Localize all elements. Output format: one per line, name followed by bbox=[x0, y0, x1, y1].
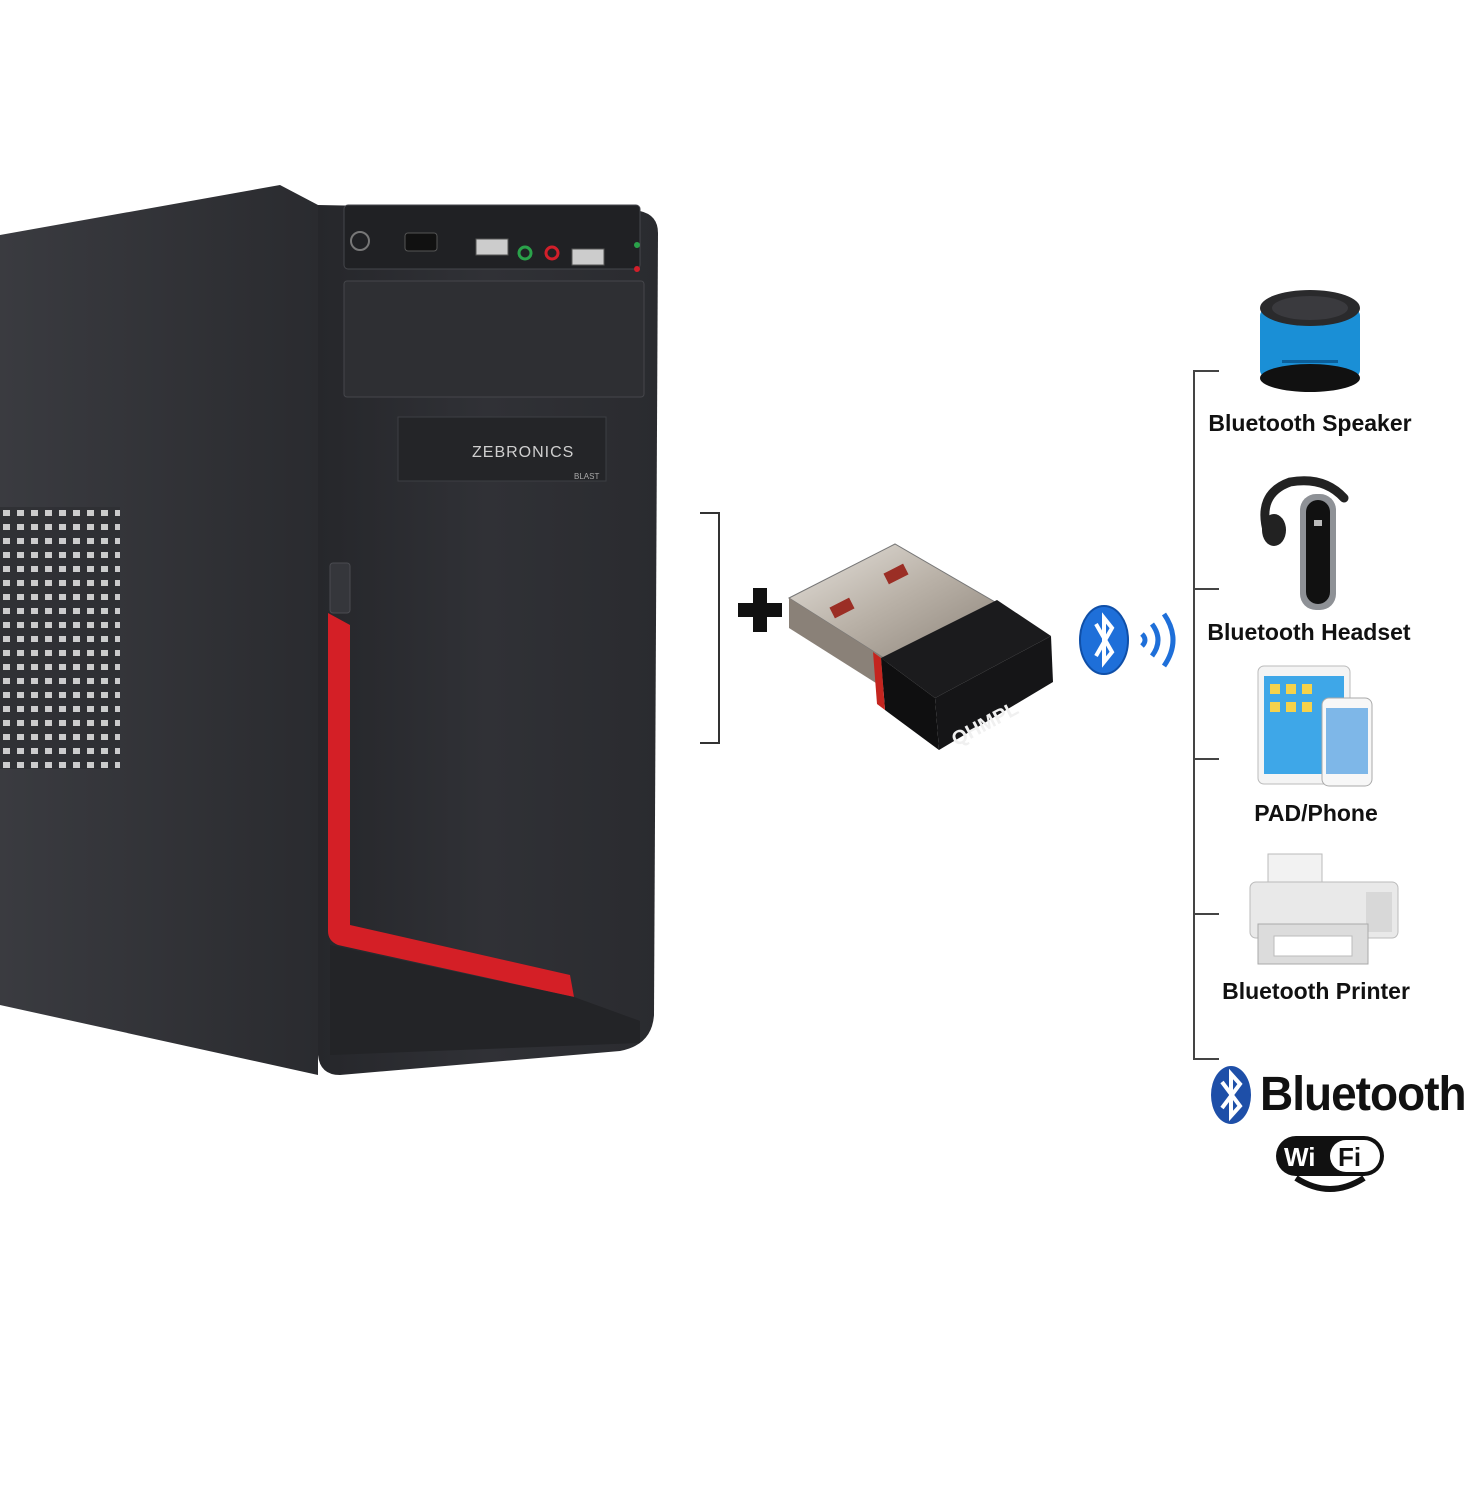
devices-bracket bbox=[1193, 370, 1219, 1060]
bluetooth-speaker-icon bbox=[1260, 290, 1360, 392]
bluetooth-rune-icon bbox=[1211, 1066, 1251, 1124]
case-model-label: BLAST bbox=[574, 472, 599, 481]
device-label-pad-phone: PAD/Phone bbox=[1254, 800, 1378, 826]
device-label-headset: Bluetooth Headset bbox=[1207, 619, 1411, 645]
wifi-logo: Wi Fi bbox=[1276, 1136, 1384, 1192]
bluetooth-logo: Bluetooth bbox=[1208, 1062, 1467, 1132]
pc-tower: ZEBRONICS BLAST bbox=[0, 185, 658, 1075]
plus-icon bbox=[738, 588, 782, 632]
bluetooth-wordmark: Bluetooth bbox=[1260, 1065, 1467, 1121]
bluetooth-headset-icon bbox=[1260, 476, 1349, 610]
printer-icon bbox=[1249, 853, 1399, 965]
pad-phone-icon bbox=[1257, 665, 1373, 787]
case-brand-label: ZEBRONICS bbox=[472, 444, 574, 461]
usb-dongle: QHMPL bbox=[787, 543, 1053, 750]
wifi-text-left: Wi bbox=[1284, 1142, 1316, 1172]
wifi-text-right: Fi bbox=[1338, 1142, 1361, 1172]
power-button-icon bbox=[350, 231, 370, 251]
left-bracket bbox=[700, 512, 720, 744]
device-label-speaker: Bluetooth Speaker bbox=[1208, 410, 1412, 436]
device-label-printer: Bluetooth Printer bbox=[1222, 978, 1410, 1004]
bluetooth-signal-icon bbox=[1079, 605, 1176, 675]
